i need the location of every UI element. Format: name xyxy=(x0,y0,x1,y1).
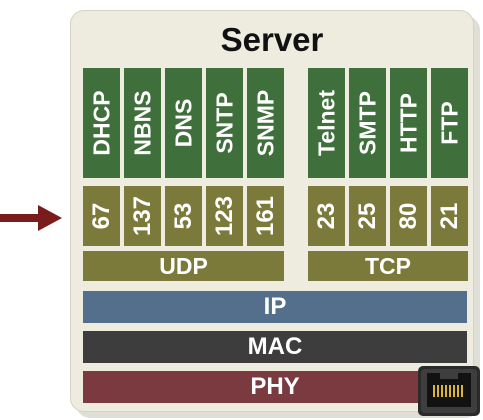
service-label: DHCP xyxy=(88,90,114,156)
port-label: 25 xyxy=(353,202,381,230)
service-label: FTP xyxy=(436,101,462,145)
service-http: HTTP xyxy=(390,68,427,178)
mac-layer: MAC xyxy=(83,331,467,363)
port-label: 67 xyxy=(87,202,115,230)
port-label: 21 xyxy=(435,202,463,230)
service-label: SMTP xyxy=(354,91,380,155)
service-nbns: NBNS xyxy=(124,68,161,178)
service-label: HTTP xyxy=(395,92,421,154)
service-sntp: SNTP xyxy=(206,68,243,178)
ip-layer: IP xyxy=(83,291,467,323)
service-telnet: Telnet xyxy=(308,68,345,178)
port-label: 23 xyxy=(312,202,340,230)
ethernet-port-icon xyxy=(418,366,480,416)
port-http: 80 xyxy=(390,186,427,246)
server-title: Server xyxy=(220,21,324,58)
port-dhcp: 67 xyxy=(83,186,120,246)
service-label: DNS xyxy=(170,98,196,148)
port-snmp: 161 xyxy=(247,186,284,246)
port-dns: 53 xyxy=(165,186,202,246)
service-label: NBNS xyxy=(129,90,155,156)
service-dns: DNS xyxy=(165,68,202,178)
port-label: 80 xyxy=(394,202,422,230)
service-dhcp: DHCP xyxy=(83,68,120,178)
arrow-right-icon xyxy=(0,205,62,231)
udp-layer: UDP xyxy=(83,251,284,281)
phy-layer: PHY xyxy=(83,371,467,403)
service-label: SNTP xyxy=(211,92,237,154)
port-label: 161 xyxy=(251,195,279,237)
port-sntp: 123 xyxy=(206,186,243,246)
port-telnet: 23 xyxy=(308,186,345,246)
tcp-layer: TCP xyxy=(308,251,468,281)
service-smtp: SMTP xyxy=(349,68,386,178)
port-ftp: 21 xyxy=(431,186,468,246)
port-label: 137 xyxy=(128,195,156,237)
port-label: 53 xyxy=(169,202,197,230)
service-ftp: FTP xyxy=(431,68,468,178)
port-smtp: 25 xyxy=(349,186,386,246)
service-snmp: SNMP xyxy=(247,68,284,178)
service-label: SNMP xyxy=(252,89,278,157)
port-nbns: 137 xyxy=(124,186,161,246)
port-label: 123 xyxy=(210,195,238,237)
service-label: Telnet xyxy=(313,89,339,157)
